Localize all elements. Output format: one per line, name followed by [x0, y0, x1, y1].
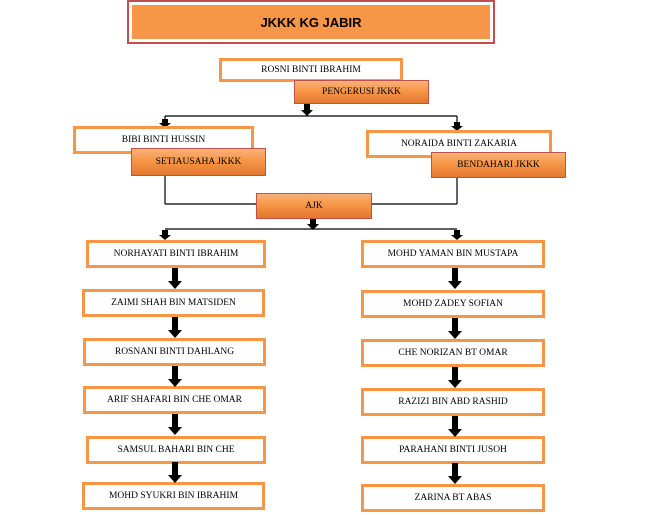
treasurer-role: BENDAHARI JKKK: [431, 152, 566, 178]
ajk-box: AJK: [256, 193, 372, 219]
member-right-3: CHE NORIZAN BT OMAR: [361, 339, 545, 367]
member-right-6: ZARINA BT ABAS: [361, 484, 545, 512]
member-right-1: MOHD YAMAN BIN MUSTAPA: [361, 240, 545, 268]
member-left-4: ARIF SHAFARI BIN CHE OMAR: [83, 386, 266, 414]
member-left-3: ROSNANI BINTI DAHLANG: [83, 338, 266, 366]
member-right-5: PARAHANI BINTI JUSOH: [361, 436, 545, 464]
secretary-role: SETIAUSAHA JKKK: [131, 148, 266, 176]
arrow-down-icon: [168, 268, 462, 484]
member-left-2: ZAIMI SHAH BIN MATSIDEN: [82, 289, 265, 317]
member-right-2: MOHD ZADEY SOFIAN: [361, 290, 545, 318]
chart-title: JKKK KG JABIR: [127, 0, 495, 44]
member-left-1: NORHAYATI BINTI IBRAHIM: [86, 240, 266, 268]
chairman-role: PENGERUSI JKKK: [294, 80, 429, 104]
member-right-4: RAZIZI BIN ABD RASHID: [361, 388, 545, 416]
member-left-6: MOHD SYUKRI BIN IBRAHIM: [82, 482, 265, 510]
